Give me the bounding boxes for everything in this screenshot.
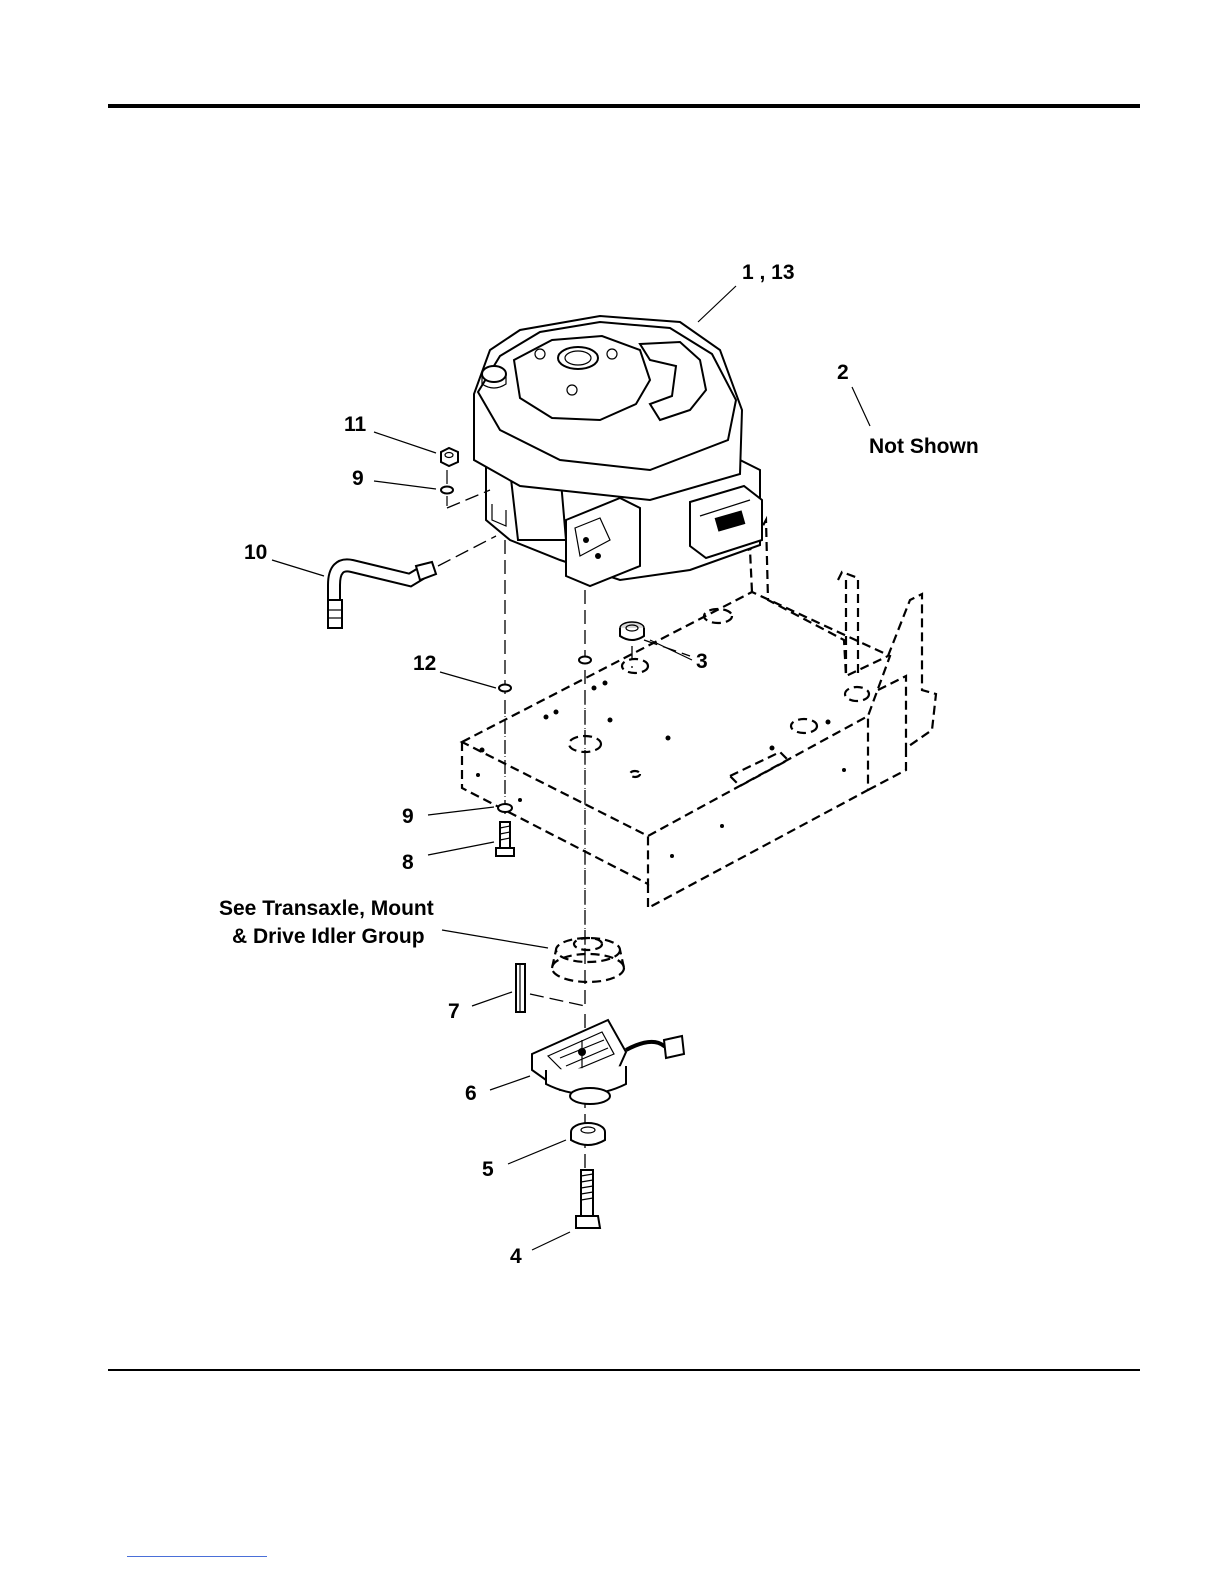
callout-8: 8 <box>402 851 414 874</box>
key-part-7 <box>516 964 585 1012</box>
washer-part-9-upper <box>441 470 490 508</box>
reference-line-2: & Drive Idler Group <box>232 925 425 948</box>
callout-2: 2 <box>837 361 849 384</box>
callout-1-13: 1 , 13 <box>742 261 795 284</box>
pto-clutch-part-6 <box>532 1020 684 1104</box>
callout-6: 6 <box>465 1082 477 1105</box>
engine-assembly <box>474 316 762 586</box>
chassis-frame <box>462 520 936 908</box>
callout-9-upper: 9 <box>352 467 364 490</box>
washer-part-12 <box>499 657 591 692</box>
callout-7: 7 <box>448 1000 460 1023</box>
callout-4: 4 <box>510 1245 522 1268</box>
bolt-part-4 <box>576 1170 600 1228</box>
callout-9-lower: 9 <box>402 805 414 828</box>
callout-11: 11 <box>344 413 367 436</box>
pulley-reference <box>552 938 624 982</box>
nut-part-11 <box>441 448 458 466</box>
callout-2-note: Not Shown <box>869 435 979 458</box>
callout-10: 10 <box>244 541 267 564</box>
spacer-part-5 <box>571 1123 605 1145</box>
reference-line-1: See Transaxle, Mount <box>219 897 434 920</box>
callout-12: 12 <box>413 652 436 675</box>
callout-3: 3 <box>696 650 708 673</box>
oil-drain-hose-part-10 <box>328 536 496 628</box>
washer-part-9-lower <box>498 804 512 812</box>
bolt-part-8 <box>496 822 514 856</box>
callout-5: 5 <box>482 1158 494 1181</box>
